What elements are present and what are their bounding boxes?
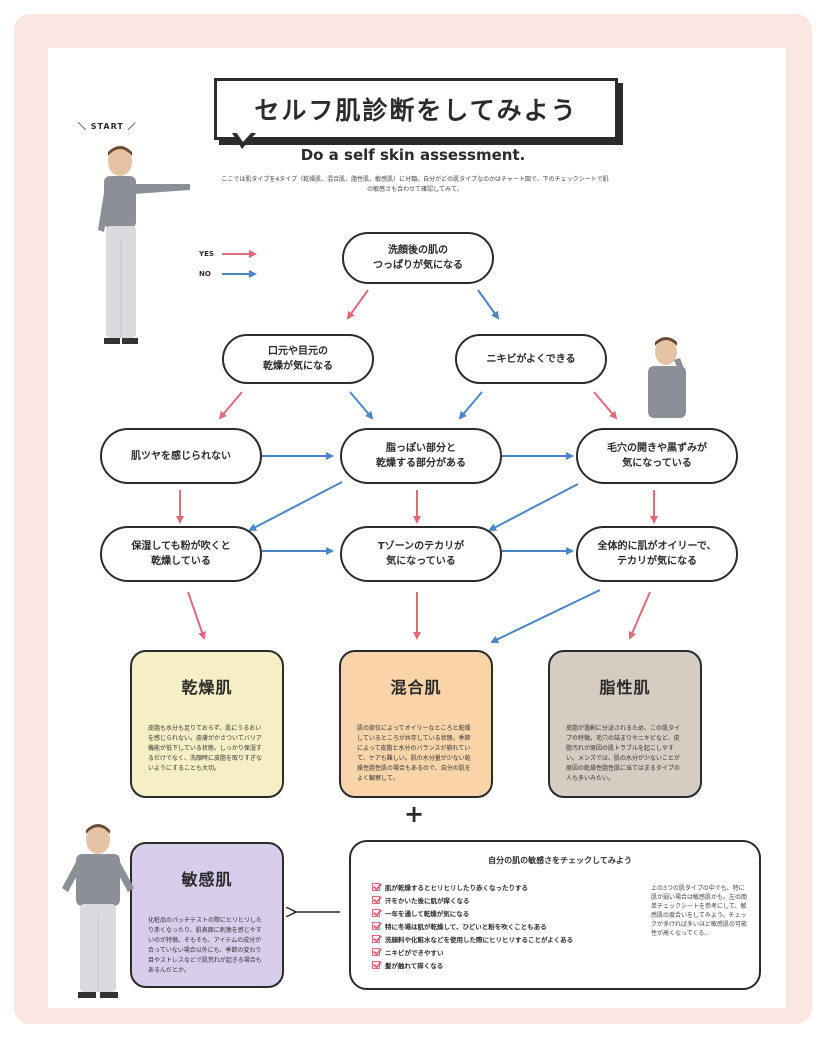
result-sensitive-desc: 化粧品のパッチテストの際にヒリヒリしたり赤くなったり、肌表面に刺激を感じやすいの… xyxy=(148,917,263,974)
person-illustration-start xyxy=(98,146,190,344)
question-node-8: Tゾーンのテカリが気になっている xyxy=(340,526,502,582)
checkbox-icon[interactable] xyxy=(372,947,380,956)
checklist-item-label: 特に冬場は肌が乾燥して、ひどいと粉を吹くこともある xyxy=(385,922,547,931)
start-label: ＼ START ／ xyxy=(78,121,137,132)
question-node-4: 肌ツヤを感じられない xyxy=(100,428,262,484)
question-node-2: 口元や目元の乾燥が気になる xyxy=(222,334,374,384)
result-sensitive-title: 敏感肌 xyxy=(181,870,233,889)
result-dry-title: 乾燥肌 xyxy=(181,678,233,697)
checklist-item[interactable]: 特に冬場は肌が乾燥して、ひどいと粉を吹くこともある xyxy=(372,919,642,932)
edge-n3-n6 xyxy=(593,391,618,420)
edge-n9-combo xyxy=(490,589,601,644)
question-node-7: 保湿しても粉が吹くと乾燥している xyxy=(100,526,262,582)
person-illustration-sensitive xyxy=(62,824,134,998)
start-tick-left: ＼ xyxy=(78,122,91,131)
edge-n7-dry xyxy=(187,591,206,640)
checklist-item-label: 髪が触れて痒くなる xyxy=(385,961,444,970)
edge-n9-oily xyxy=(628,591,651,640)
plus-sign: + xyxy=(404,800,425,828)
checklist-item-label: 汗をかいた後に肌が痒くなる xyxy=(385,896,470,905)
edge-n6-n8 xyxy=(488,483,579,531)
page-subtitle: Do a self skin assessment. xyxy=(300,146,526,164)
result-dry-skin: 乾燥肌 皮脂も水分も足りておらず、肌にうるおいを感じられない。皮膚がかさついてバ… xyxy=(130,650,284,798)
edge-n5-n7 xyxy=(248,481,343,531)
checklist: 肌が乾燥するとヒリヒリしたり赤くなったりする 汗をかいた後に肌が痒くなる 一年を… xyxy=(372,880,642,971)
checkbox-icon[interactable] xyxy=(372,960,380,969)
checklist-item[interactable]: 汗をかいた後に肌が痒くなる xyxy=(372,893,642,906)
checklist-item[interactable]: 髪が触れて痒くなる xyxy=(372,958,642,971)
result-combination-skin: 混合肌 肌の部位によってオイリーなところと乾燥しているところが共存している状態。… xyxy=(339,650,493,798)
checklist-item-label: 洗顔料や化粧水などを使用した際にヒリヒリすることがよくある xyxy=(385,935,574,944)
legend-yes-label: YES xyxy=(199,250,214,258)
checklist-item[interactable]: 一年を通して乾燥が気になる xyxy=(372,906,642,919)
intro-text: ここでは肌タイプを4タイプ（乾燥肌、混合肌、脂性肌、敏感肌）に分類。自分がどの肌… xyxy=(221,176,609,193)
edge-n3-n5 xyxy=(458,391,483,420)
sensitivity-checklist-box xyxy=(349,840,761,990)
checkbox-icon[interactable] xyxy=(372,908,380,917)
edge-n2-n4 xyxy=(218,391,243,420)
result-combo-title: 混合肌 xyxy=(390,678,442,697)
title-bubble-tail-inner xyxy=(236,132,252,142)
question-node-1: 洗顔後の肌のつっぱりが気になる xyxy=(342,232,494,284)
checklist-item-label: 肌が乾燥するとヒリヒリしたり赤くなったりする xyxy=(385,883,528,892)
question-node-5: 脂っぽい部分と乾燥する部分がある xyxy=(340,428,502,484)
page-title: セルフ肌診断をしてみよう xyxy=(214,78,618,140)
checklist-note: 上の3つの肌タイプの中でも、特に肌が弱い場合は敏感肌かも。左の簡単チェックシート… xyxy=(651,885,748,937)
result-oily-desc: 皮脂が過剰に分泌されるため、この肌タイプの特徴。毛穴の詰まりやニキビなど、皮脂汚… xyxy=(566,725,681,782)
result-oily-title: 脂性肌 xyxy=(599,678,651,697)
edge-n2-n5 xyxy=(349,391,374,420)
question-node-9: 全体的に肌がオイリーで、テカリが気になる xyxy=(576,526,738,582)
checklist-item[interactable]: 肌が乾燥するとヒリヒリしたり赤くなったりする xyxy=(372,880,642,893)
checkbox-icon[interactable] xyxy=(372,921,380,930)
checklist-item-label: ニキビができやすい xyxy=(385,948,444,957)
checkbox-icon[interactable] xyxy=(372,882,380,891)
checklist-title: 自分の肌の敏感さをチェックしてみよう xyxy=(488,856,632,865)
edge-n1-n3 xyxy=(477,289,500,320)
edge-n1-n2 xyxy=(346,289,369,320)
checklist-item-label: 一年を通して乾燥が気になる xyxy=(385,909,470,918)
result-oily-skin: 脂性肌 皮脂が過剰に分泌されるため、この肌タイプの特徴。毛穴の詰まりやニキビなど… xyxy=(548,650,702,798)
legend-no-label: NO xyxy=(199,270,211,278)
checkbox-icon[interactable] xyxy=(372,895,380,904)
question-node-6: 毛穴の開きや黒ずみが気になっている xyxy=(576,428,738,484)
checkbox-icon[interactable] xyxy=(372,934,380,943)
checklist-item[interactable]: 洗顔料や化粧水などを使用した際にヒリヒリすることがよくある xyxy=(372,932,642,945)
result-sensitive-skin: 敏感肌 化粧品のパッチテストの際にヒリヒリしたり赤くなったり、肌表面に刺激を感じ… xyxy=(130,842,284,988)
question-node-3: ニキビがよくできる xyxy=(455,334,607,384)
result-combo-desc: 肌の部位によってオイリーなところと乾燥しているところが共存している状態。季節によ… xyxy=(357,725,471,782)
person-illustration-thinking xyxy=(648,337,686,418)
start-text: START xyxy=(90,122,124,131)
checklist-item[interactable]: ニキビができやすい xyxy=(372,945,642,958)
result-dry-desc: 皮脂も水分も足りておらず、肌にうるおいを感じられない。皮膚がかさついてバリア機能… xyxy=(148,725,263,772)
start-tick-right: ／ xyxy=(123,122,137,131)
